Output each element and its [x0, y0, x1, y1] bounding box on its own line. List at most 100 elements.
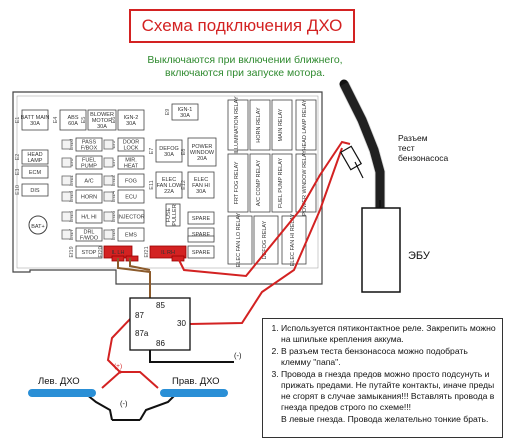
top-fuse-e9: [171, 103, 199, 121]
grid-fuse-ef16: [117, 209, 145, 224]
relay-pin-85: 85: [156, 301, 165, 310]
notes-list: Используется пятиконтактное реле. Закреп…: [269, 323, 498, 413]
grid-fuse-ef8: [75, 155, 103, 170]
grid-fuse-ef18: [117, 227, 145, 242]
relay-mid-label-2: A/C COMP RELAY: [256, 160, 262, 207]
note-item-1: Используется пятиконтактное реле. Закреп…: [281, 323, 498, 345]
slot-ef11: [61, 175, 72, 186]
relay-mid-3: [271, 153, 293, 213]
mid-fuse-e12: [187, 171, 215, 199]
grid-fuse-ef17: [75, 227, 103, 242]
grid-fuse-label-ef11: A/C: [84, 179, 93, 185]
relay-top-1: [227, 99, 249, 151]
fuse-box-inner: [16, 95, 319, 269]
connector-label-line-3: бензонасоса: [398, 153, 448, 163]
relay-bot-3: [281, 215, 307, 265]
grid-fuse-label-ef15: H/L HI: [81, 215, 97, 221]
spare-label-1: SPARE: [192, 216, 211, 222]
grid-fuse-label-ef12: FOG: [125, 179, 137, 185]
black-wire-86: [149, 348, 234, 363]
relay-mid-label-1: FRT FOG RELAY: [234, 161, 240, 204]
left-fuse-code-e3: E3: [15, 169, 21, 176]
grid-fuse-ef9: [117, 137, 145, 152]
spare-fuse-3: [187, 245, 215, 259]
grid-fuse-code-ef8: Ef8: [69, 158, 75, 166]
relay-mid-label-3: FUEL PUMP RELAY: [278, 158, 284, 209]
brown-wire-1: [117, 258, 151, 302]
fuse-il-lh-code: Ef20: [98, 246, 104, 257]
relay-top-3: [271, 99, 293, 151]
relay-mid-2: [249, 153, 271, 213]
ecu-harness-outline: [339, 81, 386, 208]
spare-label-2: SPARE: [192, 232, 211, 238]
red-wire-87-left: [101, 315, 134, 389]
top-fuse-e1: [21, 109, 49, 131]
fuse-il-rh-code: Ef21: [144, 246, 150, 257]
relay-bot-label-1: ELEC FAN LO RELAY: [236, 212, 242, 267]
grid-fuse-label-ef18: EMS: [125, 233, 137, 239]
top-fuse-e4: [59, 109, 87, 131]
ecu-harness: [339, 79, 385, 213]
connector-label-line-1: Разъем: [398, 133, 428, 143]
spare-label-3: SPARE: [192, 250, 211, 256]
left-drl-lamp: [28, 389, 96, 397]
black-wire-lamp-left: [85, 393, 113, 421]
grid-fuse-ef10: [75, 137, 103, 152]
red-wire-30: [177, 140, 351, 278]
grid-fuse-ef12: [117, 173, 145, 188]
positive-label: (+): [114, 363, 122, 370]
relay-top-label-3: MAIN RELAY: [278, 108, 284, 141]
black-wire-lamp-right: [139, 393, 177, 421]
ground-label-lamps: (-): [120, 399, 128, 408]
right-drl-label: Прав. ДХО: [172, 376, 220, 387]
relay-top-2: [249, 99, 271, 151]
relay-mid-label-4: POWER WINDOW RELAY: [302, 150, 308, 216]
relay-top-label-1: ILLUMINATION RELAY: [234, 96, 240, 154]
slot-ef12: [103, 175, 114, 186]
grid-fuse-label-ef7: MIR.HEAT: [124, 158, 139, 170]
grid-fuse-code-ef14: Ef14: [111, 191, 117, 202]
top-fuse-code-e5: E5: [81, 117, 87, 124]
top-fuse-code-e9: E9: [165, 109, 171, 116]
top-fuse-e5: [87, 109, 117, 131]
relay-bot-1: [227, 215, 253, 265]
left-fuse-e2: [21, 149, 49, 165]
grid-fuse-ef11: [75, 173, 103, 188]
mid-fuse-code-e7: E7: [149, 148, 155, 155]
fuse-puller: [165, 203, 181, 227]
fuse-il-rh-label: IL RH: [161, 250, 175, 256]
relay-bot-label-3: ELEC FAN HI RELAY: [290, 213, 296, 266]
ecu-label: ЭБУ: [408, 250, 431, 262]
grid-fuse-code-ef9: Ef9: [111, 140, 117, 148]
connector-label-line-2: тест: [398, 143, 415, 153]
subtitle-line-2: включаются при запуске мотора.: [164, 67, 325, 79]
mid-fuse-e8: [187, 137, 217, 167]
grid-fuse-code-ef10: Ef10: [69, 139, 75, 150]
relay-mid-1: [227, 153, 249, 213]
grid-fuse-ef7: [117, 155, 145, 170]
spare-extra: [187, 235, 215, 243]
grid-fuse-code-ef12: Ef12: [111, 175, 117, 186]
grid-fuse-code-ef16: Ef16: [111, 211, 117, 222]
brown-wire-2: [129, 258, 151, 271]
grid-fuse-ef15: [75, 209, 103, 224]
slot-ef13: [61, 191, 72, 202]
slot-ef10: [61, 139, 72, 150]
relay-top-label-4: HEAD LAMP RELAY: [302, 99, 308, 150]
slot-ef14: [103, 191, 114, 202]
relay-top-4: [295, 99, 317, 151]
grid-fuse-code-ef7: Ef7: [111, 158, 117, 166]
slot-ef17: [61, 229, 72, 240]
relay-pin-87a: 87a: [135, 329, 149, 338]
relay-pin-30: 30: [177, 319, 186, 328]
